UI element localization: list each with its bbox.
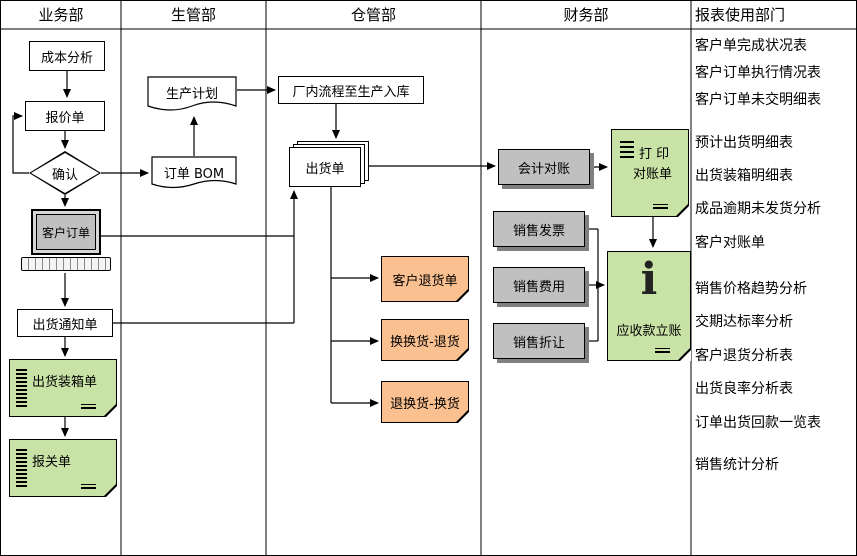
customs-declaration-label: 报关单 xyxy=(32,455,72,470)
signature-lines-icon xyxy=(653,204,668,209)
lane-header-production: 生管部 xyxy=(170,6,216,24)
signature-lines-icon xyxy=(81,484,96,489)
cost-analysis-label: 成本分析 xyxy=(40,50,93,66)
accounting-reconciliation-label: 会计对账 xyxy=(517,161,570,177)
customer-order-label: 客户订单 xyxy=(36,214,96,250)
fold-corner xyxy=(106,406,117,417)
lane-header-warehouse: 仓管部 xyxy=(350,6,396,24)
quotation-box: 报价单 xyxy=(25,101,105,131)
return-exchange-label: 退换货-换货 xyxy=(390,396,460,412)
print-statement-label-line1: 打 印 xyxy=(639,147,670,162)
fold-corner xyxy=(680,350,691,361)
factory-process-box: 厂内流程至生产入库 xyxy=(278,76,424,104)
production-plan-doc: 生产计划 xyxy=(147,76,237,116)
customer-order-terminal: 客户订单 xyxy=(21,209,111,273)
report-item-5: 出货装箱明细表 xyxy=(695,168,793,184)
barcode-icon xyxy=(16,369,27,409)
document-shape xyxy=(147,76,237,111)
accounting-reconciliation-box: 会计对账 xyxy=(498,149,590,185)
quotation-label: 报价单 xyxy=(45,110,85,126)
paper-sheet: 出货单 xyxy=(289,147,361,187)
fold-corner xyxy=(106,486,117,497)
packing-list-label: 出货装箱单 xyxy=(32,375,98,390)
receivable-posting-label: 应收款立账 xyxy=(616,324,682,339)
shipping-notice-label: 出货通知单 xyxy=(32,317,98,333)
cost-analysis-box: 成本分析 xyxy=(29,41,105,71)
customer-return-label: 客户退货单 xyxy=(392,273,458,289)
report-item-8: 销售价格趋势分析 xyxy=(695,281,807,297)
report-item-2: 客户订单执行情况表 xyxy=(695,65,821,81)
monitor-icon: 客户订单 xyxy=(31,209,101,255)
report-item-7: 客户对账单 xyxy=(695,235,765,251)
factory-process-label: 厂内流程至生产入库 xyxy=(292,84,410,100)
report-item-13: 销售统计分析 xyxy=(695,457,779,473)
exchange-return-label: 换换货-退货 xyxy=(390,334,460,350)
return-exchange-note: 退换货-换货 xyxy=(381,381,469,423)
sales-allowance-box: 销售折让 xyxy=(493,323,585,359)
lane-header-reports: 报表使用部门 xyxy=(695,6,786,24)
packing-list-note: 出货装箱单 xyxy=(9,359,117,417)
shipping-notice-box: 出货通知单 xyxy=(17,309,113,337)
lane-header-finance: 财务部 xyxy=(563,6,609,24)
shipping-order-label: 出货单 xyxy=(305,161,345,177)
fold-corner xyxy=(678,206,689,217)
report-item-10: 客户退货分析表 xyxy=(695,348,793,364)
order-bom-label: 订单 BOM xyxy=(163,167,225,182)
report-item-12: 订单出货回款一览表 xyxy=(695,415,821,431)
document-shape xyxy=(151,156,237,189)
customs-declaration-note: 报关单 xyxy=(9,439,117,497)
print-statement-label-line2: 对账单 xyxy=(633,167,673,182)
confirm-label: 确认 xyxy=(51,167,78,183)
sales-expense-box: 销售费用 xyxy=(493,267,585,303)
info-icon: i xyxy=(640,254,658,305)
keyboard-icon xyxy=(21,257,111,271)
fold-corner xyxy=(458,350,469,361)
signature-lines-icon xyxy=(655,348,670,353)
report-item-3: 客户订单未交明细表 xyxy=(695,92,821,108)
report-item-1: 客户单完成状况表 xyxy=(695,38,807,54)
print-statement-note: 打 印 对账单 xyxy=(611,129,689,217)
sales-invoice-label: 销售发票 xyxy=(512,223,565,239)
sales-expense-label: 销售费用 xyxy=(512,279,565,295)
report-item-6: 成品逾期未发货分析 xyxy=(695,201,821,217)
sales-allowance-label: 销售折让 xyxy=(512,335,565,351)
report-item-11: 出货良率分析表 xyxy=(695,381,793,397)
lane-header-business: 业务部 xyxy=(38,6,84,24)
signature-lines-icon xyxy=(81,404,96,409)
barcode-icon xyxy=(16,449,27,489)
report-item-4: 预计出货明细表 xyxy=(695,135,793,151)
shipping-order-docs: 出货单 xyxy=(289,141,369,187)
report-item-9: 交期达标率分析 xyxy=(695,314,793,330)
production-plan-label: 生产计划 xyxy=(165,87,218,102)
fold-corner xyxy=(458,291,469,302)
sales-invoice-box: 销售发票 xyxy=(493,211,585,247)
exchange-return-note: 换换货-退货 xyxy=(381,319,469,361)
order-bom-doc: 订单 BOM xyxy=(151,156,237,194)
fold-corner xyxy=(458,412,469,423)
customer-return-note: 客户退货单 xyxy=(381,256,469,302)
receivable-posting-note: i 应收款立账 xyxy=(607,251,691,361)
list-icon xyxy=(620,141,634,160)
confirm-decision: 确认 xyxy=(29,151,101,195)
